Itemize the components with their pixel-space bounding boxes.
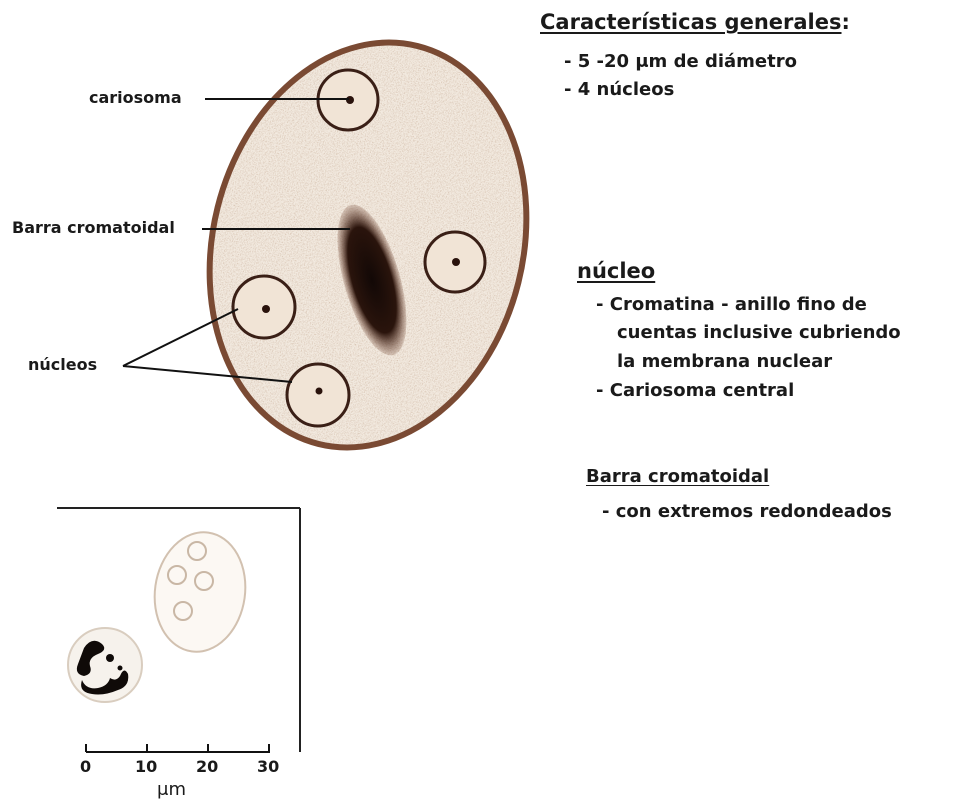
nucleo-line-2: cuentas inclusive cubriendo — [617, 322, 901, 343]
general-item-2: - 4 núcleos — [564, 79, 674, 100]
scale-unit: μm — [157, 779, 186, 800]
nucleos-label: núcleos — [28, 355, 97, 374]
nucleus-left — [233, 276, 295, 338]
general-title: Características generales — [540, 10, 842, 34]
tick-label-10: 10 — [135, 757, 157, 776]
barra-label: Barra cromatoidal — [12, 218, 175, 237]
general-item-1: - 5 -20 μm de diámetro — [564, 51, 797, 72]
barra-item-1: - con extremos redondeados — [602, 501, 892, 522]
nucleo-line-1: - Cromatina - anillo fino de — [596, 294, 867, 315]
nucleo-heading: núcleo — [577, 259, 655, 283]
tick-label-0: 0 — [80, 757, 91, 776]
tick-label-20: 20 — [196, 757, 218, 776]
general-colon: : — [842, 10, 850, 34]
cariosoma-label: cariosoma — [89, 88, 182, 107]
nucleus-bottom — [287, 364, 349, 426]
scale-panel — [57, 508, 300, 752]
nucleo-line-4: - Cariosoma central — [596, 380, 794, 401]
tick-label-30: 30 — [257, 757, 279, 776]
barra-heading: Barra cromatoidal — [586, 466, 769, 487]
small-cyst — [147, 526, 253, 657]
general-heading: Características generales: — [540, 10, 850, 34]
nucleus-right — [425, 232, 485, 292]
nucleo-line-3: la membrana nuclear — [617, 351, 832, 372]
